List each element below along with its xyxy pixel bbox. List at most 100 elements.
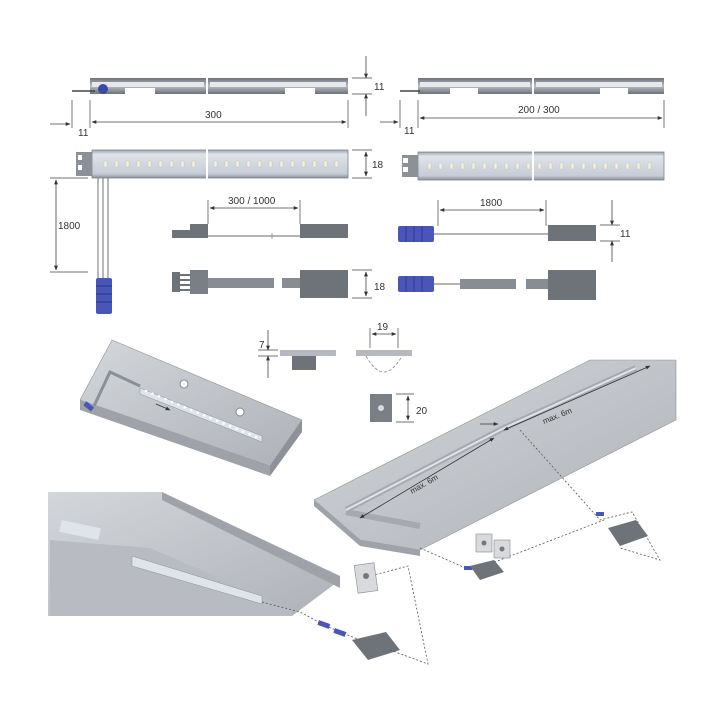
led-dot [254, 435, 258, 439]
led-dot [449, 162, 454, 170]
led-dot [279, 160, 284, 168]
led-dot [125, 160, 130, 168]
led-dot [482, 162, 487, 170]
led-dot [570, 162, 575, 170]
led-dot [136, 160, 141, 168]
led-dot [460, 162, 465, 170]
dim-label: 18 [372, 160, 384, 171]
right-plug-connector [398, 270, 596, 300]
led-dot [228, 424, 232, 428]
led-dot [241, 430, 245, 433]
led-dot [158, 160, 163, 168]
dim-label: 7 [259, 340, 265, 351]
dim-label: 1800 [480, 198, 503, 209]
cabinet-illustration-1 [79, 339, 303, 476]
plug-icon [98, 84, 108, 94]
dim-label: 300 [205, 110, 222, 121]
connector-cable [172, 224, 348, 239]
led-dot [151, 392, 154, 396]
right-plug-cable [398, 225, 596, 242]
led-dot [170, 400, 174, 404]
plug-icon [96, 278, 112, 314]
dim-label: 11 [404, 126, 415, 137]
led-dot [537, 162, 542, 170]
dim-label: 19 [377, 322, 389, 333]
led-dot [625, 162, 630, 170]
led-dot [427, 162, 432, 170]
led-dot [103, 160, 108, 168]
led-dot [215, 419, 219, 423]
led-dot [312, 160, 317, 168]
clip-top: 20 [370, 393, 428, 423]
led-dot [180, 160, 185, 168]
led-dot [636, 162, 641, 170]
clip-front: 19 [356, 322, 412, 373]
led-dot [177, 403, 180, 406]
led-dot [191, 160, 196, 168]
left-cable [96, 178, 112, 314]
dim-cable-left: 1800 [50, 177, 88, 273]
led-dot [334, 160, 339, 168]
led-dot [548, 162, 553, 170]
dim-left-height: 11 [352, 56, 385, 116]
cabinet-illustration-3 [48, 492, 429, 665]
led-dot [257, 160, 262, 168]
led-dot [268, 160, 273, 168]
dim-right-length: 200 / 300 11 [380, 100, 665, 137]
led-dot [290, 160, 295, 168]
led-dot [222, 422, 225, 425]
led-dot [235, 160, 240, 168]
led-dot [581, 162, 586, 170]
led-dot [647, 162, 652, 170]
led-dot [169, 160, 174, 168]
plug-icon [398, 276, 434, 292]
led-dot [209, 416, 213, 420]
left-rail-profile [72, 76, 348, 96]
led-dot [147, 160, 152, 168]
dim-label: 20 [416, 406, 428, 417]
led-dot [438, 162, 443, 170]
led-dot [504, 162, 509, 170]
right-rail-profile [400, 76, 664, 96]
led-dot [183, 405, 187, 409]
led-dot [471, 162, 476, 170]
dim-left-length: 300 11 [50, 100, 349, 139]
dim-label: 200 / 300 [518, 105, 560, 116]
dim-strip-height: 18 [352, 149, 384, 179]
led-dot [246, 160, 251, 168]
plug-icon [398, 226, 434, 242]
cabinet-illustration-2: max. 6m max. 6m [313, 359, 677, 580]
led-dot [515, 162, 520, 170]
connector-pin-cable [172, 270, 348, 298]
led-dot [614, 162, 619, 170]
led-dot [592, 162, 597, 170]
dim-label: 11 [620, 229, 631, 240]
dim-cable-right: 1800 11 [437, 198, 631, 262]
led-dot [224, 160, 229, 168]
led-dot [248, 432, 251, 436]
led-dot [164, 397, 167, 401]
led-dot [301, 160, 306, 168]
led-dot [157, 395, 161, 398]
dim-connector-height: 18 [352, 269, 386, 299]
dim-label: 300 / 1000 [228, 196, 276, 207]
clip-side: 7 [258, 330, 336, 378]
dim-label: 11 [374, 82, 385, 93]
led-dot [559, 162, 564, 170]
right-led-strip [402, 150, 665, 182]
led-dot [493, 162, 498, 170]
led-dot [323, 160, 328, 168]
dim-label: 1800 [58, 221, 81, 232]
led-dot [213, 160, 218, 168]
dim-label: 11 [78, 128, 89, 139]
led-dot [114, 160, 119, 168]
led-dot [526, 162, 531, 170]
dim-label: 18 [374, 282, 386, 293]
led-dot [196, 411, 200, 414]
led-dot [235, 427, 238, 431]
dim-connector-length: 300 / 1000 [207, 196, 301, 224]
led-dot [603, 162, 608, 170]
left-led-strip [76, 148, 349, 180]
led-dot [202, 414, 206, 417]
